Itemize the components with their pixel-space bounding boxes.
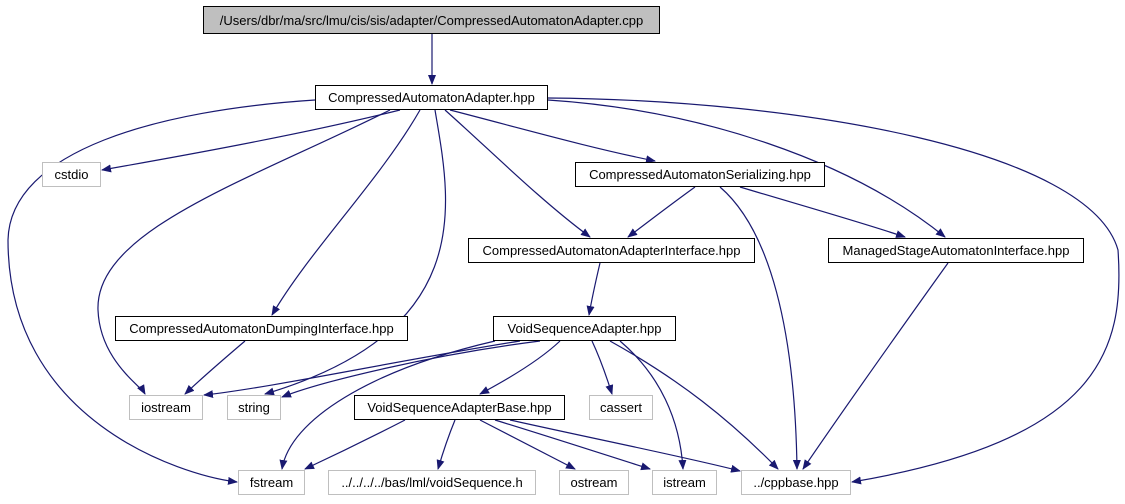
edge-void_seq_adapter-to-istream <box>619 340 687 470</box>
node-void-sequence-adapter-base-hpp[interactable]: VoidSequenceAdapterBase.hpp <box>354 395 565 420</box>
node-ostream: ostream <box>559 470 629 495</box>
edge-adapter_hpp-to-adapter_iface <box>444 109 591 238</box>
edge-dumping_iface-to-iostream <box>184 340 246 395</box>
edge-void_seq_adapter-to-cppbase <box>609 340 779 470</box>
edge-void_seq_adapter-to-cassert <box>591 340 614 395</box>
edge-void_seq_adapter-to-fstream <box>279 340 496 470</box>
node-void-sequence-adapter-hpp[interactable]: VoidSequenceAdapter.hpp <box>493 316 676 341</box>
edge-adapter_hpp-to-managed_stage <box>547 99 946 238</box>
node-managed-stage-automaton-interface-hpp[interactable]: ManagedStageAutomatonInterface.hpp <box>828 238 1084 263</box>
edge-serializing-to-adapter_iface <box>627 186 696 238</box>
edge-void_seq_adapter-to-void_seq_base <box>479 340 561 395</box>
edge-serializing-to-managed_stage <box>739 186 906 238</box>
edge-void_seq_base-to-cppbase <box>509 419 741 473</box>
node-void-sequence-h: ../../../../bas/lml/voidSequence.h <box>328 470 536 495</box>
node-compressed-automaton-adapter-hpp[interactable]: CompressedAutomatonAdapter.hpp <box>315 85 548 110</box>
node-compressed-automaton-dumping-interface-hpp[interactable]: CompressedAutomatonDumpingInterface.hpp <box>115 316 408 341</box>
node-compressed-automaton-serializing-hpp[interactable]: CompressedAutomatonSerializing.hpp <box>575 162 825 187</box>
edge-void_seq_base-to-ostream <box>479 419 576 470</box>
node-cppbase-hpp: ../cppbase.hpp <box>741 470 851 495</box>
edge-adapter_hpp-to-cppbase <box>547 97 1120 485</box>
edge-adapter_hpp-to-serializing <box>449 109 656 164</box>
node-compressed-automaton-adapter-interface-hpp[interactable]: CompressedAutomatonAdapterInterface.hpp <box>468 238 755 263</box>
edge-managed_stage-to-cppbase <box>802 262 949 470</box>
node-iostream: iostream <box>129 395 203 420</box>
edge-adapter_hpp-to-cstdio <box>101 109 401 173</box>
edge-adapter_hpp-to-fstream <box>7 99 316 485</box>
edge-void_seq_base-to-istream <box>494 419 651 471</box>
edge-void_seq_base-to-void_sequence_h <box>436 419 456 470</box>
node-istream: istream <box>652 470 717 495</box>
node-string: string <box>227 395 281 420</box>
edge-serializing-to-cppbase <box>719 186 801 470</box>
edge-adapter_hpp-to-dumping_iface <box>271 109 421 316</box>
node-root-cpp-file[interactable]: /Users/dbr/ma/src/lmu/cis/sis/adapter/Co… <box>203 6 660 34</box>
node-fstream: fstream <box>238 470 305 495</box>
edge-adapter_hpp-to-string <box>264 109 447 396</box>
node-cstdio: cstdio <box>42 162 101 187</box>
edge-adapter_iface-to-void_seq_adapter <box>586 262 601 316</box>
edge-adapter_hpp-to-iostream <box>97 109 391 395</box>
node-cassert: cassert <box>589 395 653 420</box>
edge-void_seq_adapter-to-iostream <box>203 340 521 399</box>
edge-void_seq_base-to-fstream <box>304 419 406 470</box>
edge-void_seq_adapter-to-string <box>281 340 541 398</box>
